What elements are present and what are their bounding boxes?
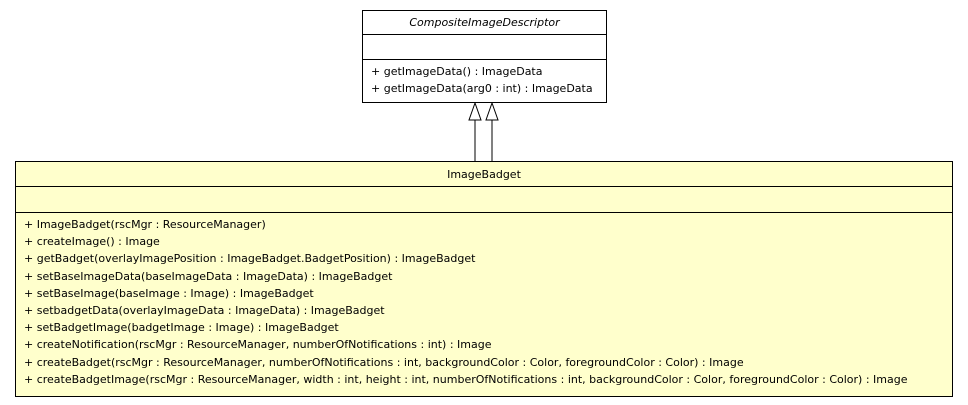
- operation: + createBadget(rscMgr : ResourceManager,…: [24, 355, 744, 369]
- class-name: ImageBadget: [447, 168, 521, 181]
- operation: + setBaseImageData(baseImageData : Image…: [24, 269, 393, 283]
- operation: + setbadgetData(overlayImageData : Image…: [24, 303, 385, 317]
- class-image-badget[interactable]: ImageBadget + ImageBadget(rscMgr : Resou…: [15, 161, 953, 397]
- attributes-compartment: [363, 35, 606, 60]
- class-name: CompositeImageDescriptor: [409, 16, 560, 29]
- operation: + ImageBadget(rscMgr : ResourceManager): [24, 218, 266, 231]
- generalization-arrowhead-2: [485, 101, 499, 121]
- generalization-arrowhead-1: [468, 101, 482, 121]
- operation: + getBadget(overlayImagePosition : Image…: [24, 252, 476, 266]
- class-name-compartment: ImageBadget: [16, 162, 952, 187]
- operation: + createImage() : Image: [24, 235, 160, 249]
- operations-compartment: + ImageBadget(rscMgr : ResourceManager) …: [16, 213, 952, 396]
- operation: + createNotification(rscMgr : ResourceMa…: [24, 338, 492, 352]
- class-name-compartment: CompositeImageDescriptor: [363, 11, 606, 35]
- operations-compartment: + getImageData() : ImageData + getImageD…: [363, 60, 606, 102]
- operation: + getImageData() : ImageData: [371, 65, 543, 78]
- attributes-compartment: [16, 187, 952, 213]
- operation: + setBaseImage(baseImage : Image) : Imag…: [24, 286, 314, 300]
- operation: + createBadgetImage(rscMgr : ResourceMan…: [24, 372, 908, 386]
- class-composite-image-descriptor[interactable]: CompositeImageDescriptor + getImageData(…: [362, 10, 607, 103]
- operation: + getImageData(arg0 : int) : ImageData: [371, 82, 593, 96]
- operation: + setBadgetImage(badgetImage : Image) : …: [24, 321, 339, 335]
